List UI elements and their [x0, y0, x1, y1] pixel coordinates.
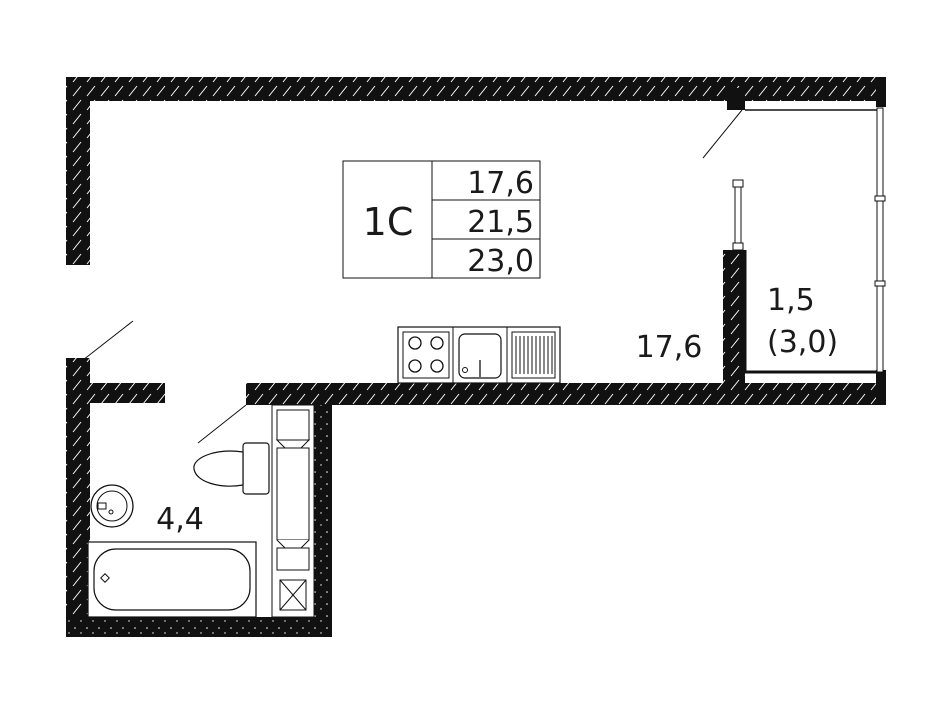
balcony-area: 1,5 [767, 283, 815, 318]
bathroom-door-line [197, 404, 247, 444]
unit-badge: 1С 17,6 21,5 23,0 [342, 160, 541, 279]
kitchen-counter [397, 326, 561, 384]
walls [66, 77, 886, 637]
washbasin-icon [90, 484, 134, 528]
balcony-door-frame [734, 185, 742, 251]
badge-area-1: 17,6 [467, 166, 534, 201]
badge-area-2: 21,5 [467, 205, 534, 240]
bathroom-area: 4,4 [156, 502, 204, 537]
wall-left-upper [66, 77, 90, 265]
drainer-icon [511, 331, 556, 379]
wall-balcony-partition [723, 250, 745, 383]
toilet-icon [193, 442, 270, 495]
wall-top [66, 77, 876, 101]
shaft-duct-icon [271, 404, 315, 618]
balcony-door-line [702, 109, 743, 159]
balcony [732, 107, 886, 374]
stove-icon [402, 331, 450, 379]
room-labels: 17,6 4,4 1,5 (3,0) [156, 283, 838, 537]
door-swings [82, 109, 743, 444]
sink-icon [458, 333, 502, 379]
wall-bottom [66, 617, 332, 637]
bathtub-icon [87, 541, 257, 618]
balcony-area-full: (3,0) [767, 325, 838, 360]
wall-bathroom-right [314, 405, 332, 637]
wall-bathroom-stub [90, 383, 165, 403]
living-room-area: 17,6 [636, 330, 703, 365]
entry-door-line [82, 320, 134, 361]
unit-type-label: 1С [363, 200, 414, 244]
wall-right-top [876, 77, 886, 107]
wall-middle [246, 383, 884, 405]
wall-corner-post [727, 88, 745, 110]
bathroom-fixtures [87, 404, 315, 618]
balcony-glazing [876, 107, 884, 373]
wall-left-lower [66, 358, 90, 637]
badge-area-3: 23,0 [467, 244, 534, 279]
wall-right-bottom [876, 370, 886, 405]
